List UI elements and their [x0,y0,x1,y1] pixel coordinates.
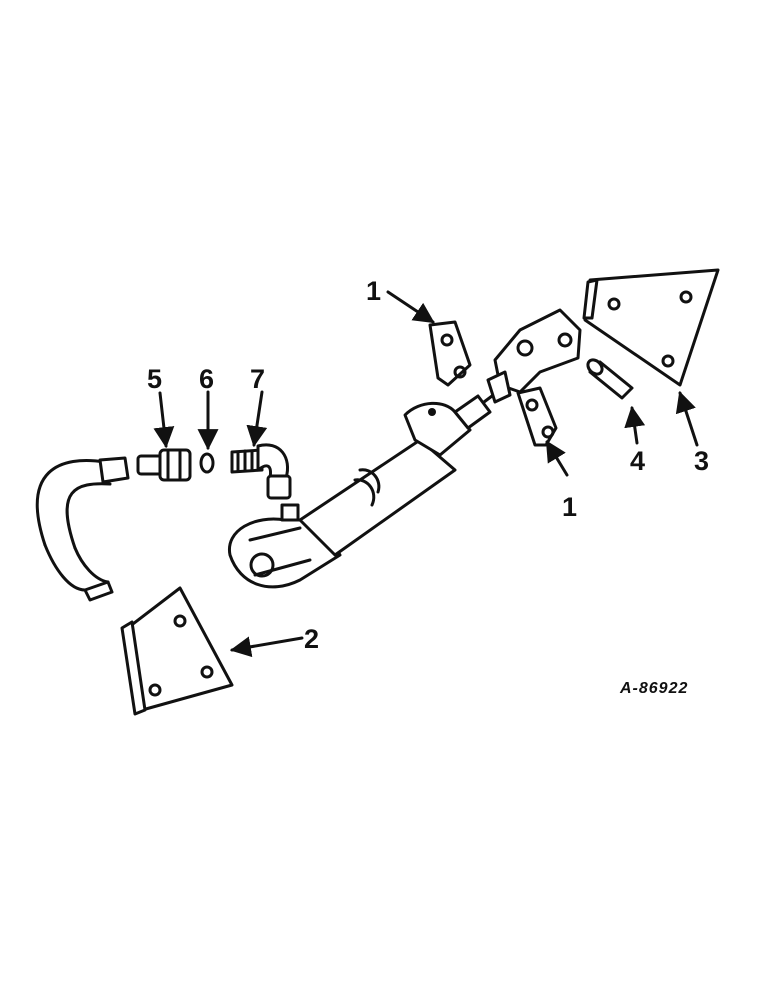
o-ring [199,452,215,474]
callout-3: 3 [694,446,709,476]
bracket-plate-right [582,268,720,387]
reference-number: A-86922 [619,680,688,697]
clamp-block-lower [516,386,558,447]
callout-6: 6 [199,364,214,394]
callout-2: 2 [304,624,319,654]
pin [586,358,634,400]
callout-7: 7 [250,364,265,394]
yoke-clevis [486,308,582,404]
fitting-adapter [136,448,192,482]
elbow-fitting [230,443,292,500]
hydraulic-cylinder [228,394,494,589]
hose [35,456,130,602]
clamp-block-upper [428,320,472,387]
callout-1-bottom: 1 [562,492,577,522]
bracket-plate-left [120,586,234,716]
callout-5: 5 [147,364,162,394]
callout-1-top: 1 [366,276,381,306]
callout-4: 4 [630,446,645,476]
leader-arrows [153,290,699,658]
